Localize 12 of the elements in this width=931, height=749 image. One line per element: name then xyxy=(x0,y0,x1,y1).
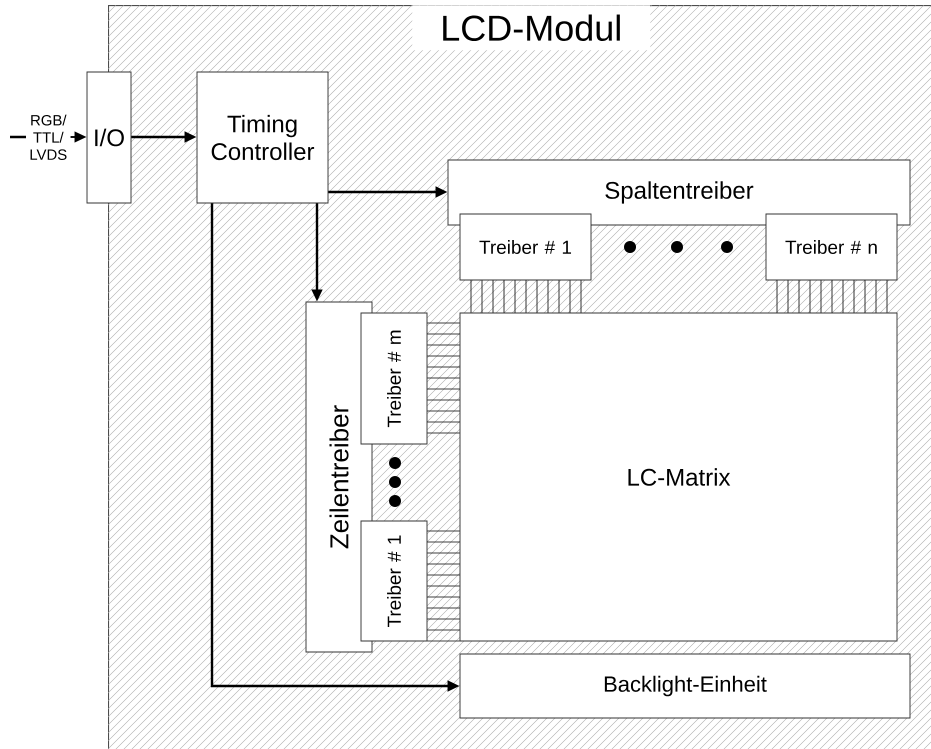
bus-lines xyxy=(427,530,460,642)
driver-box: Treiber # m xyxy=(360,312,428,444)
bus-lines xyxy=(427,322,460,434)
driver-box: Treiber # 1 xyxy=(460,214,592,280)
backlight-box: Backlight-Einheit xyxy=(460,654,910,718)
bus-lines xyxy=(776,280,888,313)
bus-lines xyxy=(470,280,582,313)
controller-box: Timing Controller xyxy=(196,72,328,204)
driver-box: Treiber # 1 xyxy=(360,520,428,642)
signal-line xyxy=(10,136,26,138)
driver-box: Treiber # n xyxy=(766,214,898,280)
matrix-box: LC-Matrix xyxy=(460,312,898,642)
